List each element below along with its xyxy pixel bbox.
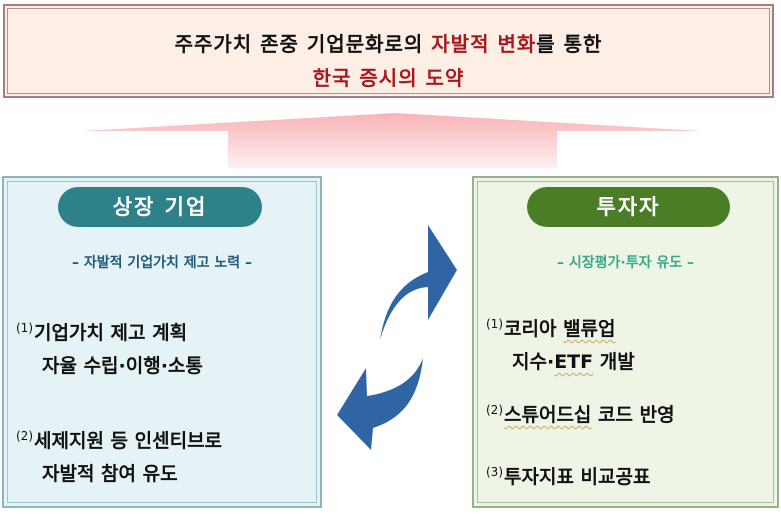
item-text: 개발 [593,351,635,373]
headline-line-1: 주주가치 존중 기업문화로의 자발적 변화를 통한 [5,28,772,57]
circular-exchange-arrows-icon [337,225,457,450]
list-item: (1)코리아 밸류업 지수·ETF 개발 [486,308,635,379]
item-number: (3) [486,465,503,479]
item-text-line-1: 세제지원 등 인센티브로 [34,430,223,452]
item-text: 지수· [512,351,555,373]
item-text-line-2: 자발적 참여 유도 [42,463,178,485]
list-item: (2)세제지원 등 인센티브로 자발적 참여 유도 [16,420,222,491]
item-text-line-2: 지수·ETF 개발 [486,346,635,379]
wide-upward-arrow-icon [82,113,702,168]
investors-subtitle: – 시장평가·투자 유도 – [557,255,694,271]
item-text: 코드 반영 [591,404,675,426]
item-text-line-1: 기업가치 제고 계획 [34,322,188,344]
arrow-down-left-icon [337,358,423,450]
item-text: 투자지표 비교공표 [504,466,651,488]
list-item: (1)기업가치 제고 계획 자율 수립·이행·소통 [16,312,203,383]
item-text-line-2: 자율 수립·이행·소통 [42,355,203,377]
headline-prefix: 주주가치 존중 기업문화로의 [174,32,432,56]
listed-companies-panel: 상장 기업 – 자발적 기업가치 제고 노력 – (1)기업가치 제고 계획 자… [2,176,322,508]
item-number: (1) [16,321,33,335]
item-number: (2) [16,429,33,443]
item-number: (2) [486,403,503,417]
item-text: 코리아 [504,318,564,340]
list-item: (2)스튜어드십 코드 반영 [486,394,675,432]
list-item: (3)투자지표 비교공표 [486,456,650,494]
investors-header: 투자자 [527,187,730,227]
headline-box: 주주가치 존중 기업문화로의 자발적 변화를 통한 한국 증시의 도약 [3,4,774,98]
headline-line-2: 한국 증시의 도약 [312,66,465,90]
item-text-stewardship: 스튜어드십 [504,404,592,426]
item-text-etf: ETF [554,351,594,373]
investors-panel: 투자자 – 시장평가·투자 유도 – (1)코리아 밸류업 지수·ETF 개발 … [472,176,779,508]
listed-companies-header: 상장 기업 [58,187,262,227]
headline-highlight: 자발적 변화 [431,32,537,56]
listed-companies-subtitle: – 자발적 기업가치 제고 노력 – [71,255,253,271]
item-text-valueup: 밸류업 [563,318,616,340]
item-number: (1) [486,317,503,331]
arrow-up-right-icon [380,225,457,340]
headline-suffix: 를 통한 [536,32,603,56]
